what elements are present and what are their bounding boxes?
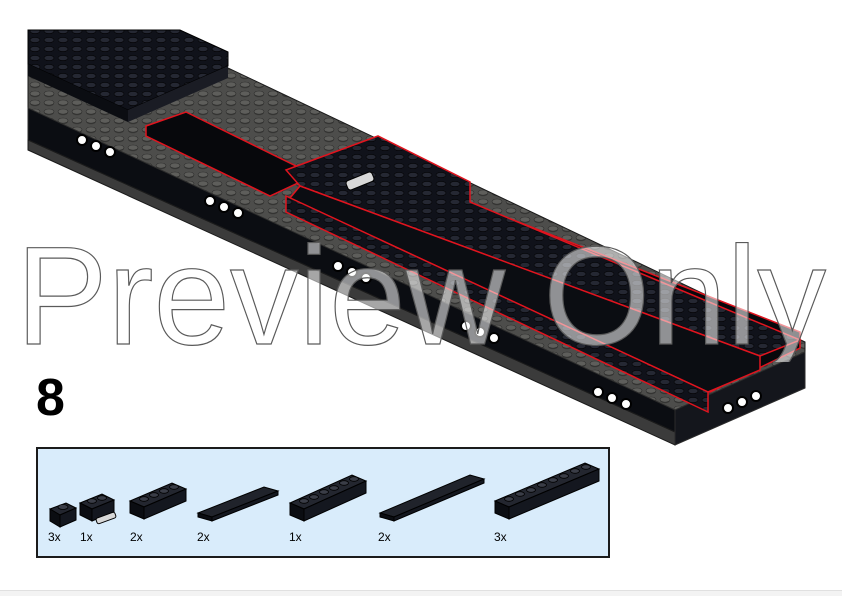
part-qty: 1x <box>80 530 93 544</box>
preview-watermark: Preview Only <box>15 222 826 362</box>
part-qty: 2x <box>197 530 210 544</box>
technic-holes <box>76 134 762 414</box>
part-qty: 3x <box>494 530 507 544</box>
part-qty: 2x <box>378 530 391 544</box>
parts-list-panel: 3x 1x 2x 2x <box>36 447 610 558</box>
step-number: 8 <box>36 369 65 427</box>
rear-wall-side-2 <box>128 66 228 122</box>
new-front-row <box>285 194 709 414</box>
part-qty: 2x <box>130 530 143 544</box>
part-qty: 1x <box>289 530 302 544</box>
clip-piece <box>345 171 375 191</box>
rear-wall-side <box>28 64 128 122</box>
watermark-text: Preview Only <box>16 222 826 362</box>
part-qty: 3x <box>48 530 61 544</box>
new-inner-bricks <box>288 185 761 393</box>
page-footer-divider <box>0 590 842 596</box>
